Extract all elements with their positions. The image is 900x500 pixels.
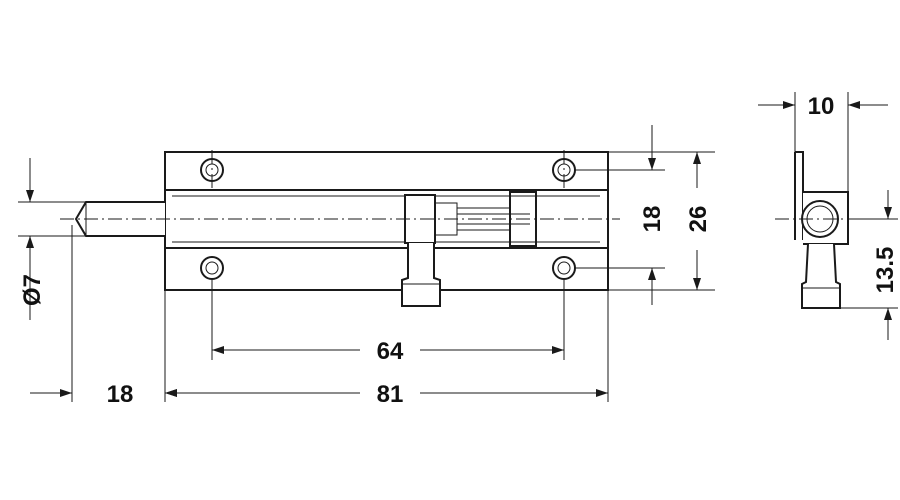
dim-body-height: 26 bbox=[685, 206, 712, 233]
front-view bbox=[60, 150, 620, 307]
dim-body-length: 81 bbox=[377, 381, 404, 408]
front-dimensions: 18 81 64 Ø7 18 26 bbox=[18, 125, 715, 408]
screw-hole-bottom-left bbox=[200, 256, 224, 280]
dim-pin-offset: 18 bbox=[107, 381, 134, 408]
dim-pin-diameter: Ø7 bbox=[19, 274, 46, 306]
dim-hole-spacing: 64 bbox=[377, 338, 404, 365]
screw-hole-bottom-right bbox=[552, 256, 576, 280]
dim-side-width: 10 bbox=[808, 93, 835, 120]
handle-knob bbox=[401, 243, 441, 307]
dim-hole-row-spacing: 18 bbox=[639, 206, 666, 233]
side-handle-knob bbox=[801, 243, 841, 309]
dim-side-height: 13.5 bbox=[872, 247, 899, 294]
side-base-plate bbox=[794, 151, 804, 240]
base-plate bbox=[164, 151, 609, 291]
side-view bbox=[775, 151, 860, 309]
side-dimensions: 10 13.5 bbox=[758, 92, 899, 340]
